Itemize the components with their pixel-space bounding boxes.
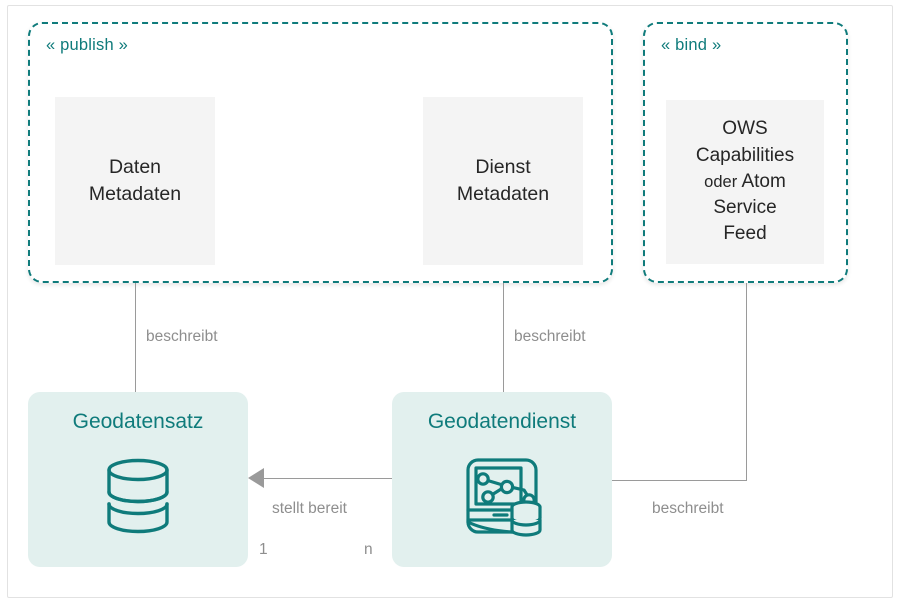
artifact-ows-line3-rest: Atom (741, 170, 786, 192)
artifact-ows-line1: OWS (722, 118, 768, 140)
connector-bind-vertical (745, 283, 748, 481)
arrow-head-icon (248, 468, 264, 488)
entity-geodatensatz[interactable]: Geodatensatz (28, 392, 248, 567)
connector-dienst-metadaten-to-geodatendienst (502, 283, 505, 393)
edge-label-beschreibt-1: beschreibt (146, 328, 218, 345)
artifact-daten-metadaten[interactable]: Daten Metadaten (55, 97, 215, 265)
connector-stellt-bereit-line (262, 477, 392, 480)
artifact-ows-capabilities[interactable]: OWS Capabilities oder Atom Service Feed (666, 100, 824, 264)
package-publish-label: « publish » (46, 36, 129, 54)
database-icon (86, 444, 190, 548)
multiplicity-target: n (364, 541, 373, 558)
artifact-ows-line2: Capabilities (695, 144, 795, 166)
connector-daten-metadaten-to-geodatensatz (134, 283, 137, 393)
geo-service-icon (450, 444, 554, 548)
package-bind-label: « bind » (661, 36, 722, 54)
artifact-dienst-metadaten-line2: Metadaten (456, 183, 550, 205)
connector-bind-horizontal (612, 479, 746, 482)
artifact-daten-metadaten-line2: Metadaten (88, 183, 182, 205)
multiplicity-source: 1 (259, 541, 268, 558)
edge-label-beschreibt-3: beschreibt (652, 500, 724, 517)
edge-label-beschreibt-2: beschreibt (514, 328, 586, 345)
artifact-ows-line5: Feed (723, 223, 767, 245)
artifact-dienst-metadaten-line1: Dienst (475, 156, 531, 179)
artifact-daten-metadaten-line1: Daten (108, 156, 162, 179)
artifact-ows-line3-small: oder (704, 172, 738, 191)
artifact-dienst-metadaten[interactable]: Dienst Metadaten (423, 97, 583, 265)
entity-geodatensatz-title: Geodatensatz (72, 410, 204, 433)
artifact-ows-line4: Service (713, 197, 777, 219)
edge-label-stellt-bereit: stellt bereit (272, 500, 347, 517)
entity-geodatendienst[interactable]: Geodatendienst (392, 392, 612, 567)
entity-geodatendienst-title: Geodatendienst (427, 410, 577, 433)
